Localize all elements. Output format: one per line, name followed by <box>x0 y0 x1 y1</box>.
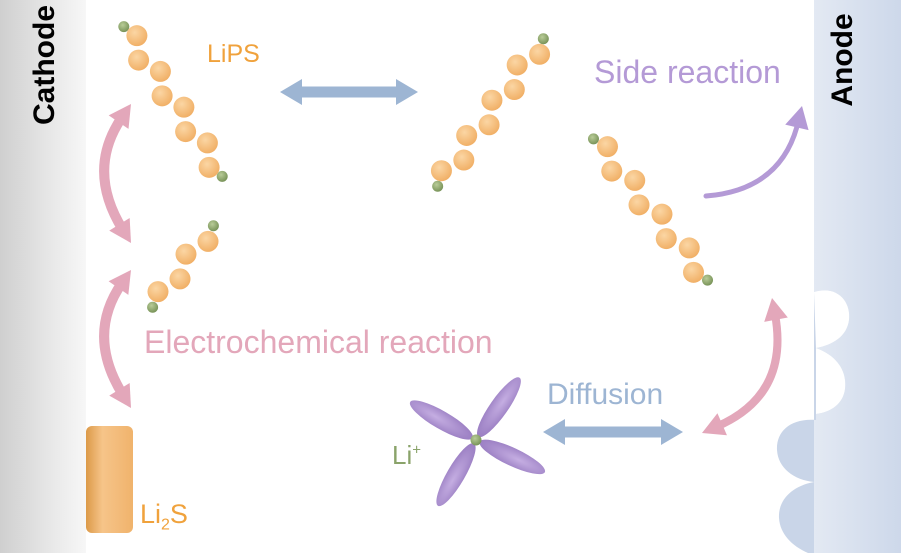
lithium-bead <box>702 274 714 286</box>
reaction-arrows <box>99 79 809 445</box>
sulfur-bead <box>683 261 705 283</box>
sulfur-bead <box>596 136 618 158</box>
lithium-bead <box>207 220 219 232</box>
cathode-label: Cathode <box>28 5 61 125</box>
lithium-bead <box>118 21 130 33</box>
sulfur-bead <box>456 124 478 146</box>
diffusion-label: Diffusion <box>547 378 664 411</box>
lithium-bead <box>587 133 599 145</box>
anode-plate <box>776 0 901 553</box>
side-reaction-label: Side reaction <box>594 54 781 90</box>
sulfur-bead <box>198 156 220 178</box>
sulfur-bead <box>126 25 148 47</box>
sulfur-bead <box>628 194 650 216</box>
sulfur-bead <box>169 268 191 290</box>
sulfur-bead <box>453 149 475 171</box>
anode-exchange-arrow <box>702 298 788 436</box>
lips-exchange-arrow <box>280 79 418 105</box>
polysulfide-chains <box>118 21 714 313</box>
sulfur-bead <box>430 160 452 182</box>
sulfur-bead <box>506 54 528 76</box>
li-ion-symbol: Li <box>392 440 413 470</box>
lithium-bead <box>147 301 159 313</box>
lips-chain-anode-side <box>587 133 714 286</box>
sulfur-bead <box>196 132 218 154</box>
sulfur-bead <box>481 89 503 111</box>
solvent-petal <box>409 400 473 440</box>
sulfur-bead <box>601 160 623 182</box>
sulfur-bead <box>624 169 646 191</box>
sulfur-bead <box>197 230 219 252</box>
sulfur-bead <box>175 243 197 265</box>
sulfur-bead <box>529 43 551 65</box>
li-ion-label: Li+ <box>392 440 421 471</box>
lithium-bead <box>537 33 549 45</box>
li-ion-bead <box>470 434 482 446</box>
sulfur-bead <box>478 114 500 136</box>
lithium-bead <box>432 180 444 192</box>
li2s-subscript: 2 <box>161 516 170 534</box>
lips-chain-long-cathode <box>118 21 228 182</box>
solvent-petal <box>479 439 546 475</box>
sulfur-bead <box>173 96 195 118</box>
side-reaction-arrow <box>703 106 809 199</box>
electrochemical-arrow-upper <box>99 104 131 243</box>
lithium-bead <box>216 170 228 182</box>
electrochemical-reaction-label: Electrochemical reaction <box>144 324 493 360</box>
lips-label: LiPS <box>207 40 260 68</box>
sulfur-bead <box>175 121 197 143</box>
li2s-block <box>86 426 133 533</box>
sulfur-bead <box>128 49 150 71</box>
solvent-petal <box>477 377 521 438</box>
sulfur-bead <box>503 79 525 101</box>
li2s-prefix: Li <box>140 499 162 529</box>
li2s-suffix: S <box>169 499 188 529</box>
solvent-petal <box>436 443 476 507</box>
li-ion-charge: + <box>412 441 422 459</box>
lips-chain-center <box>430 33 551 192</box>
sulfur-bead <box>149 60 171 82</box>
li-ion-cluster <box>409 377 546 507</box>
diffusion-arrow <box>543 419 683 445</box>
li2s-label: Li2S <box>140 499 188 534</box>
sulfur-bead <box>655 228 677 250</box>
cathode-plate <box>0 0 86 553</box>
anode-dendrite-deposits <box>776 290 850 553</box>
electrochemical-arrow-lower <box>99 270 131 408</box>
lips-chain-short-cathode <box>147 220 219 313</box>
anode-label: Anode <box>826 13 859 107</box>
sulfur-bead <box>147 281 169 303</box>
sulfur-bead <box>651 203 673 225</box>
sulfur-bead <box>678 237 700 259</box>
sulfur-bead <box>151 85 173 107</box>
